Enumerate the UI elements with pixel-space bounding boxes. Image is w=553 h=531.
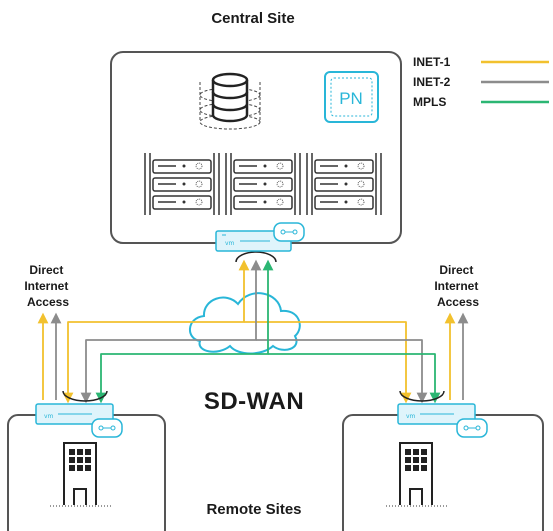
remote-sites-title: Remote Sites	[206, 501, 301, 518]
server-rack-icon	[144, 153, 220, 215]
wan-paths	[37, 259, 469, 404]
legend-label-mpls: MPLS	[413, 95, 446, 109]
router-arc-left	[62, 390, 108, 402]
dia-label-right: Direct Internet Access	[434, 263, 481, 309]
central-site-title: Central Site	[211, 10, 294, 27]
remote-site-box-right	[342, 414, 544, 531]
svg-text:vm: vm	[406, 413, 416, 420]
legend-label-inet1: INET-1	[413, 55, 451, 69]
router-arc-right	[399, 390, 445, 402]
server-rack-icon	[225, 153, 301, 215]
router-arc-central	[235, 251, 277, 263]
building-icon	[50, 442, 112, 507]
sdwan-label: SD-WAN	[204, 388, 304, 415]
router-icon-right: vm	[397, 403, 488, 438]
svg-text:vm: vm	[225, 240, 235, 247]
legend-label-inet2: INET-2	[413, 75, 451, 89]
server-rack-icon	[306, 153, 382, 215]
path-inet1-right	[244, 321, 412, 404]
remote-site-box-left	[7, 414, 166, 531]
path-mpls-left	[95, 259, 274, 404]
router-icon-central: vm	[215, 222, 305, 252]
database-icon	[199, 72, 261, 130]
svg-text:vm: vm	[44, 413, 54, 420]
router-icon-left: vm	[35, 403, 123, 438]
legend: INET-1 INET-2 MPLS	[413, 55, 549, 109]
path-inet2-right	[256, 339, 428, 404]
building-icon	[386, 442, 448, 507]
pn-badge-label: PN	[339, 89, 363, 108]
pn-badge-icon: PN	[324, 71, 379, 123]
dia-label-left: Direct Internet Access	[24, 263, 71, 309]
path-mpls-right	[268, 353, 441, 404]
